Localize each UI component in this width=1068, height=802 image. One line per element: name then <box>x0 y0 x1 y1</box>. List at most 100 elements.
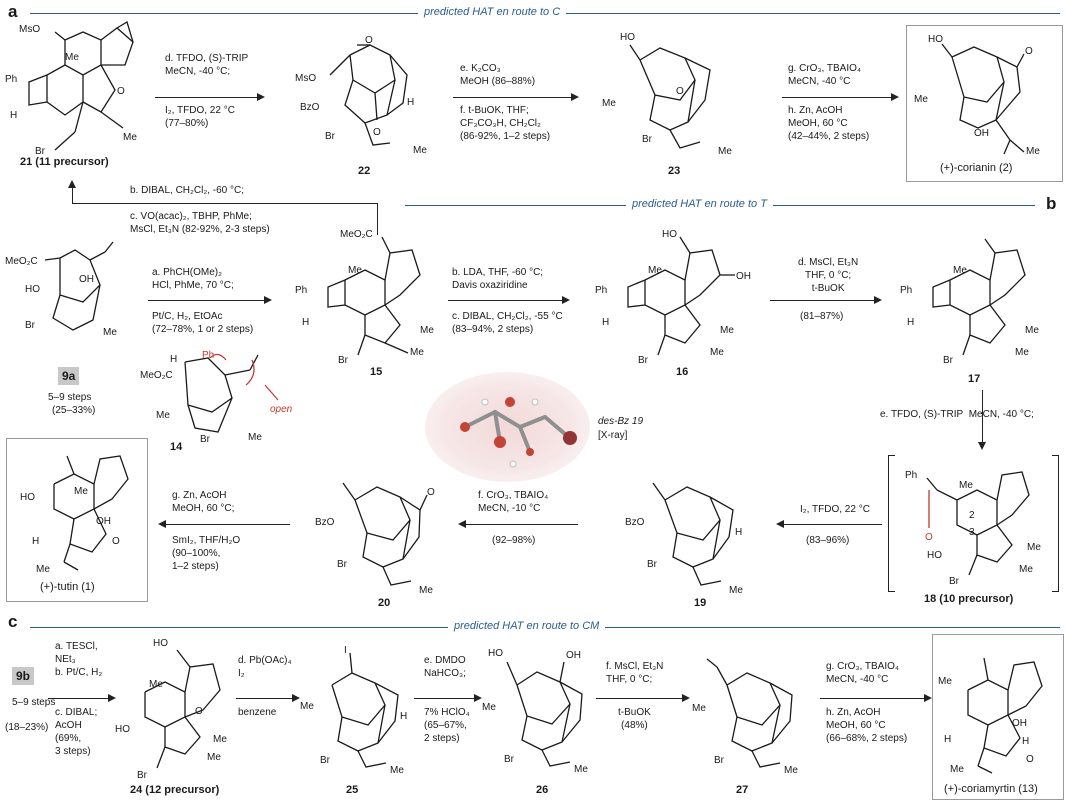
atom-br: Br <box>137 770 148 781</box>
atom-h: H <box>944 734 951 745</box>
conditions-a4-below: c. VO(acac)₂, TBHP, PhMe;MsCl, Et₃N (82-… <box>130 211 270 235</box>
atom-ph: Ph <box>5 74 17 85</box>
atom-br: Br <box>25 320 36 331</box>
compound-9b-steps: 5–9 steps <box>12 697 56 708</box>
atom-o: O <box>1026 754 1034 765</box>
compound-label-24: 24 (12 precursor) <box>130 784 220 796</box>
arrow-20-to-tutin <box>158 520 290 528</box>
section-title-c: predicted HAT en route to CM <box>448 620 606 632</box>
compound-label-19: 19 <box>694 597 707 609</box>
atom-ph: Ph <box>295 285 307 296</box>
atom-me: Me <box>602 98 616 109</box>
atom-meo2c: MeO₂C <box>5 256 38 267</box>
atom-ho: HO <box>20 492 35 503</box>
atom-o: O <box>117 86 125 97</box>
compound-label-tutin: (+)-tutin (1) <box>40 581 95 593</box>
atom-h: H <box>907 317 914 328</box>
atom-br: Br <box>943 355 954 366</box>
section-title-a: predicted HAT en route to C <box>418 6 567 18</box>
atom-br: Br <box>35 146 46 157</box>
atom-me: Me <box>959 480 973 491</box>
atom-ho: HO <box>115 724 130 735</box>
atom-meo2c: MeO₂C <box>340 229 373 240</box>
arrow-17-to-18 <box>978 390 986 450</box>
section-letter-a: a <box>8 2 18 21</box>
bracket-right <box>1052 455 1059 592</box>
atom-me: Me <box>950 764 964 775</box>
molecule-14: H Ph MeO₂C Me Br Me open <box>140 350 293 445</box>
molecule-24: HO Me HO Me Me Br O <box>115 632 240 782</box>
molecule-19: BzO H Br Me <box>625 475 770 596</box>
atom-me: Me <box>420 325 434 336</box>
molecule-26: HO OH Me Br Me <box>482 640 607 775</box>
atom-me: Me <box>74 486 88 497</box>
atom-oh: OH <box>974 128 989 139</box>
conditions-b4: e. TFDO, (S)-TRIP MeCN, -40 °C; <box>880 409 1034 420</box>
conditions-b2-below: c. DIBAL, CH₂Cl₂, -55 °C(83–94%, 2 steps… <box>452 311 563 335</box>
atom-bzo: BzO <box>625 517 645 528</box>
atom-me: Me <box>914 94 928 105</box>
atom-me: Me <box>348 265 362 276</box>
atom-me: Me <box>1025 325 1039 336</box>
atom-h: H <box>1022 736 1029 747</box>
label-open: open <box>270 404 293 415</box>
atom-oh: OH <box>736 271 751 282</box>
molecule-16: HO OH Ph H Me Me Me Br <box>590 225 760 366</box>
atom-me: Me <box>710 347 724 358</box>
atom-me: Me <box>1027 542 1041 553</box>
atom-me: Me <box>718 146 732 157</box>
atom-ho: HO <box>928 34 943 45</box>
molecule-tutin: HO Me OH H Me O <box>12 444 144 575</box>
conditions-a1-below: I₂, TFDO, 22 °C(77–80%) <box>165 105 235 129</box>
atom-bzo: BzO <box>315 517 335 528</box>
atom-me: Me <box>65 52 79 63</box>
compound-label-21: 21 (11 precursor) <box>20 156 109 168</box>
molecule-23: HO Me Br Me O <box>600 30 750 165</box>
atom-me: Me <box>784 765 798 776</box>
atom-br: Br <box>638 355 649 366</box>
atom-br: Br <box>647 559 658 570</box>
compound-label-9b: 9b <box>12 667 35 685</box>
atom-bzo: BzO <box>300 102 320 113</box>
atom-o: O <box>427 487 435 498</box>
atom-me: Me <box>410 347 424 358</box>
atom-h: H <box>170 354 177 365</box>
atom-me: Me <box>482 702 496 713</box>
target-box-corianin <box>906 25 1063 182</box>
atom-me: Me <box>729 585 743 596</box>
return-line-vertical <box>377 203 378 235</box>
molecule-coriamyrtin: Me OH H H Me O <box>936 640 1060 775</box>
arrow-24-to-25 <box>236 694 300 702</box>
compound-label-15: 15 <box>370 366 383 378</box>
return-line-horizontal <box>72 203 378 204</box>
atom-h: H <box>407 97 414 108</box>
molecule-18: Ph O HO Me 2 3 Me Me Br <box>897 460 1052 590</box>
atom-br: Br <box>504 754 515 765</box>
atom-ho: HO <box>153 638 168 649</box>
compound-label-20: 20 <box>378 597 391 609</box>
atom-ph: Ph <box>595 285 607 296</box>
atom-me: Me <box>300 701 314 712</box>
atom-me: Me <box>36 564 50 575</box>
atom-h: H <box>302 317 309 328</box>
arrow-18-to-19 <box>776 520 882 528</box>
atom-br: Br <box>642 134 653 145</box>
atom-num-3: 3 <box>969 527 975 538</box>
atom-me: Me <box>692 703 706 714</box>
compound-label-25: 25 <box>346 784 359 796</box>
conditions-c4-below: t-BuOK(48%) <box>618 707 651 731</box>
atom-oh: OH <box>1012 718 1027 729</box>
conditions-a2-below: f. t-BuOK, THF;CF₃CO₃H, CH₂Cl₂(86-92%, 1… <box>460 105 551 142</box>
molecule-22: MsO BzO H Me Br O O <box>295 35 445 165</box>
atom-me: Me <box>103 327 117 338</box>
molecule-21: MsO Ph H Me Me Br O <box>5 20 155 157</box>
conditions-b5-above: I₂, TFDO, 22 °C <box>800 504 870 515</box>
arrow-26-to-27 <box>596 694 690 702</box>
target-box-coriamyrtin <box>932 634 1064 800</box>
